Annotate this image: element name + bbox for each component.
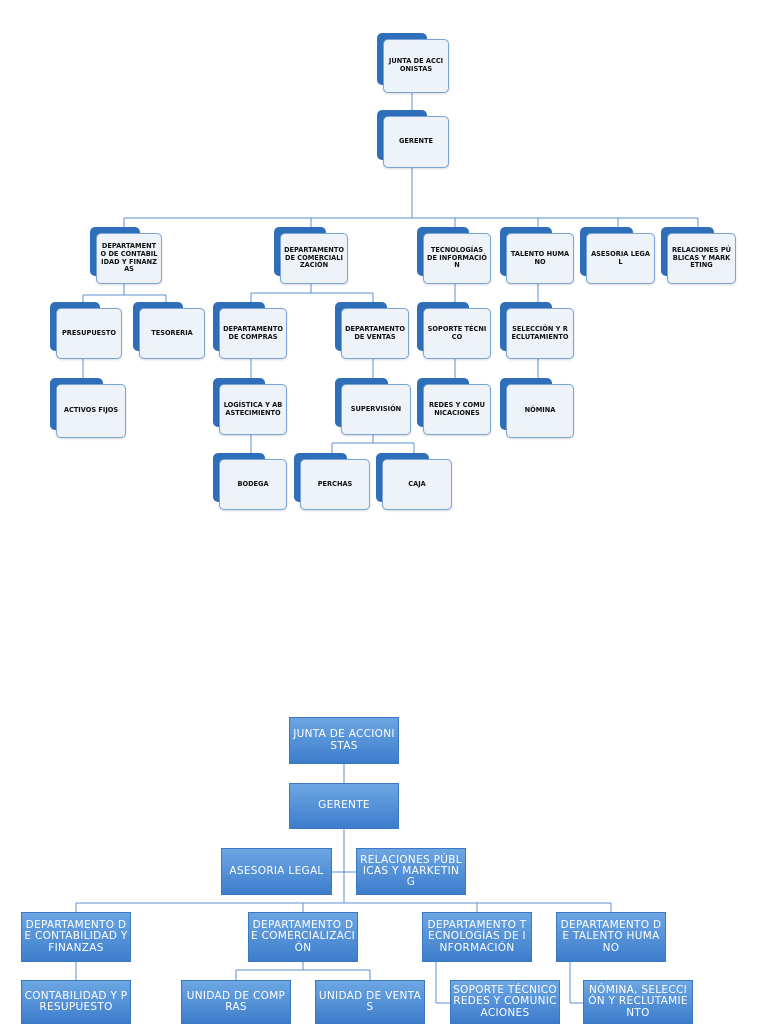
- node-soporte-tecnico: SOPORTE TÉCNICO: [417, 302, 491, 359]
- node-label: DEPARTAMENTO DE VENTAS: [345, 324, 405, 341]
- node-presupuesto: PRESUPUESTO: [50, 302, 122, 359]
- node-relaciones-publicas-marketing: RELACIONES PÚBLICAS Y MARKETING: [661, 227, 736, 284]
- node2-talento-humano: DEPARTAMENTO DE TALENTO HUMANO: [556, 912, 666, 962]
- node2-gerente: GERENTE: [289, 783, 399, 829]
- node-label: DEPARTAMENTO DE COMERCIALIZACIÓN: [284, 246, 344, 270]
- node-label: RELACIONES PÚBLICAS Y MARKETING: [360, 853, 462, 888]
- node2-relaciones-publicas-marketing: RELACIONES PÚBLICAS Y MARKETING: [356, 848, 466, 895]
- node2-unidad-ventas: UNIDAD DE VENTAS: [315, 980, 425, 1024]
- node-label: DEPARTAMENTO DE TALENTO HUMANO: [560, 919, 662, 954]
- node-nomina: NÓMINA: [500, 378, 574, 438]
- node-gerente: GERENTE: [377, 110, 449, 168]
- node-seleccion-reclutamiento: SELECCIÓN Y RECLUTAMIENTO: [500, 302, 574, 359]
- node2-soporte-redes: SOPORTE TÉCNICO REDES Y COMUNICACIONES: [450, 980, 560, 1024]
- node2-junta-de-accionistas: JUNTA DE ACCIONISTAS: [289, 717, 399, 764]
- node-label: PERCHAS: [317, 479, 353, 488]
- node-label: GERENTE: [398, 137, 434, 146]
- node-label: NÓMINA, SELECCIÓN Y RECLUTAMIENTO: [588, 984, 688, 1019]
- node-label: TESORERIA: [151, 328, 193, 337]
- node-label: TALENTO HUMANO: [510, 249, 570, 266]
- node2-contabilidad-finanzas: DEPARTAMENTO DE CONTABILIDAD Y FINANZAS: [21, 912, 131, 962]
- node-perchas: PERCHAS: [294, 453, 370, 510]
- node2-contabilidad-presupuesto: CONTABILIDAD Y PRESUPUESTO: [21, 980, 131, 1024]
- node2-comercializacion: DEPARTAMENTO DE COMERCIALIZACIÓN: [248, 912, 358, 962]
- node-redes-comunicaciones: REDES Y COMUNICACIONES: [417, 378, 491, 435]
- node-departamento-compras: DEPARTAMENTO DE COMPRAS: [213, 302, 287, 359]
- node-label: SOPORTE TÉCNICO: [427, 324, 487, 341]
- node-caja: CAJA: [376, 453, 452, 510]
- node2-nomina-seleccion: NÓMINA, SELECCIÓN Y RECLUTAMIENTO: [583, 980, 693, 1024]
- node-talento-humano: TALENTO HUMANO: [500, 227, 574, 284]
- node-label: ASESORIA LEGAL: [591, 249, 650, 266]
- node-logistica-abastecimiento: LOGÍSTICA Y ABASTECIMIENTO: [213, 378, 287, 435]
- node-label: UNIDAD DE VENTAS: [318, 989, 422, 1013]
- node2-unidad-compras: UNIDAD DE COMPRAS: [181, 980, 291, 1024]
- node-label: REDES Y COMUNICACIONES: [428, 400, 486, 417]
- node-label: LOGÍSTICA Y ABASTECIMIENTO: [223, 400, 283, 417]
- node-label: ASESORIA LEGAL: [229, 864, 324, 877]
- node-label: DEPARTAMENTO DE CONTABILIDAD Y FINANZAS: [100, 242, 158, 274]
- node-label: UNIDAD DE COMPRAS: [186, 989, 286, 1013]
- node-contabilidad-finanzas: DEPARTAMENTO DE CONTABILIDAD Y FINANZAS: [90, 227, 162, 284]
- node-label: JUNTA DE ACCIONISTAS: [388, 57, 444, 73]
- node-comercializacion: DEPARTAMENTO DE COMERCIALIZACIÓN: [274, 227, 348, 284]
- node-label: DEPARTAMENTO DE COMERCIALIZACIÓN: [251, 919, 356, 954]
- node2-asesoria-legal: ASESORIA LEGAL: [221, 848, 332, 895]
- node2-tecnologias-informacion: DEPARTAMENTO TECNOLOGÍAS DE INFORMACIÓN: [422, 912, 532, 962]
- node-label: DEPARTAMENTO DE CONTABILIDAD Y FINANZAS: [24, 919, 128, 954]
- node-label: GERENTE: [318, 799, 370, 812]
- node-supervision: SUPERVISIÓN: [335, 378, 411, 435]
- node-tesoreria: TESORERIA: [133, 302, 205, 359]
- node-label: SUPERVISIÓN: [350, 404, 402, 413]
- node-label: CONTABILIDAD Y PRESUPUESTO: [24, 989, 128, 1013]
- node-label: SOPORTE TÉCNICO REDES Y COMUNICACIONES: [453, 984, 557, 1019]
- node-departamento-ventas: DEPARTAMENTO DE VENTAS: [335, 302, 409, 359]
- node-label: DEPARTAMENTO TECNOLOGÍAS DE INFORMACIÓN: [427, 919, 527, 954]
- node-label: PRESUPUESTO: [61, 328, 117, 337]
- node-label: ACTIVOS FIJOS: [63, 406, 119, 415]
- node-label: SELECCIÓN Y RECLUTAMIENTO: [511, 324, 569, 341]
- node-label: JUNTA DE ACCIONISTAS: [293, 728, 395, 752]
- node-label: TECNOLOGÍAS DE INFORMACIÓN: [427, 246, 487, 270]
- node-asesoria-legal: ASESORIA LEGAL: [580, 227, 655, 284]
- node-tecnologias-informacion: TECNOLOGÍAS DE INFORMACIÓN: [417, 227, 491, 284]
- node-activos-fijos: ACTIVOS FIJOS: [50, 378, 126, 438]
- node-label: NÓMINA: [524, 406, 556, 415]
- node-bodega: BODEGA: [213, 453, 287, 510]
- node-junta-de-accionistas: JUNTA DE ACCIONISTAS: [377, 33, 449, 93]
- node-label: CAJA: [408, 479, 426, 488]
- node-label: DEPARTAMENTO DE COMPRAS: [223, 324, 283, 341]
- node-label: RELACIONES PÚBLICAS Y MARKETING: [671, 246, 732, 270]
- node-label: BODEGA: [237, 479, 269, 488]
